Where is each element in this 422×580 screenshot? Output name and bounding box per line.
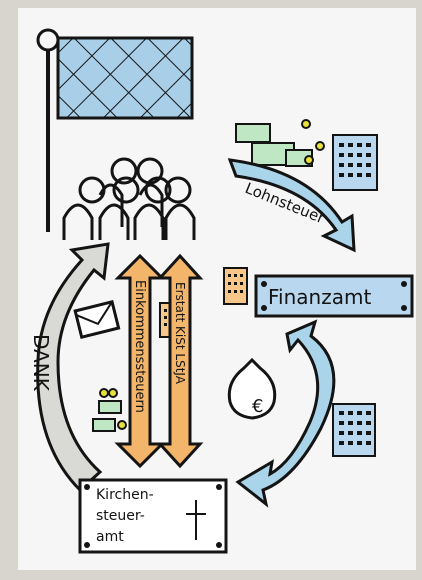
coin-icon xyxy=(108,388,118,398)
money-top xyxy=(235,119,325,167)
people-icon xyxy=(62,157,196,240)
kirchensteueramt-box: Kirchen- steuer- amt xyxy=(78,478,228,554)
banknote-icon xyxy=(98,400,122,414)
flag-pole-knob xyxy=(36,28,60,52)
banknote-icon xyxy=(235,123,271,143)
envelope-icon xyxy=(73,300,121,340)
coin-icon xyxy=(117,420,127,430)
coin-icon xyxy=(99,388,109,398)
kirchensteueramt-label-line3: amt xyxy=(96,529,124,545)
coin-icon xyxy=(304,155,314,165)
cross-icon xyxy=(186,500,206,540)
flag-banner xyxy=(56,36,194,120)
money-left xyxy=(92,388,127,432)
erstatt-label: Erstatt KiSt LStJA xyxy=(173,282,187,385)
erstatt-arrow: Erstatt KiSt LStJA xyxy=(156,253,204,469)
calculator-icon xyxy=(223,267,248,305)
dank-label: DANK xyxy=(29,334,53,392)
calculator-icon xyxy=(332,134,378,191)
calculator-icon xyxy=(332,403,376,457)
coin-icon xyxy=(301,119,311,129)
finanzamt-label: Finanzamt xyxy=(268,285,371,309)
kirchensteueramt-label-line1: Kirchen- xyxy=(96,487,154,503)
flag-icon xyxy=(36,28,194,232)
banknote-icon xyxy=(92,418,116,432)
kirchensteueramt-label-line2: steuer- xyxy=(96,508,145,524)
euro-sign: € xyxy=(252,396,263,417)
einkommenssteuern-arrow: Einkommenssteuern xyxy=(114,253,166,469)
einkommenssteuern-label: Einkommenssteuern xyxy=(132,280,147,413)
coin-icon xyxy=(315,141,325,151)
finanzamt-box: Finanzamt xyxy=(254,274,414,318)
finanzamt-to-kirchensteueramt-arrow xyxy=(235,319,336,508)
dank-arrow: DANK xyxy=(29,242,110,493)
money-bag-icon: € xyxy=(227,357,277,420)
